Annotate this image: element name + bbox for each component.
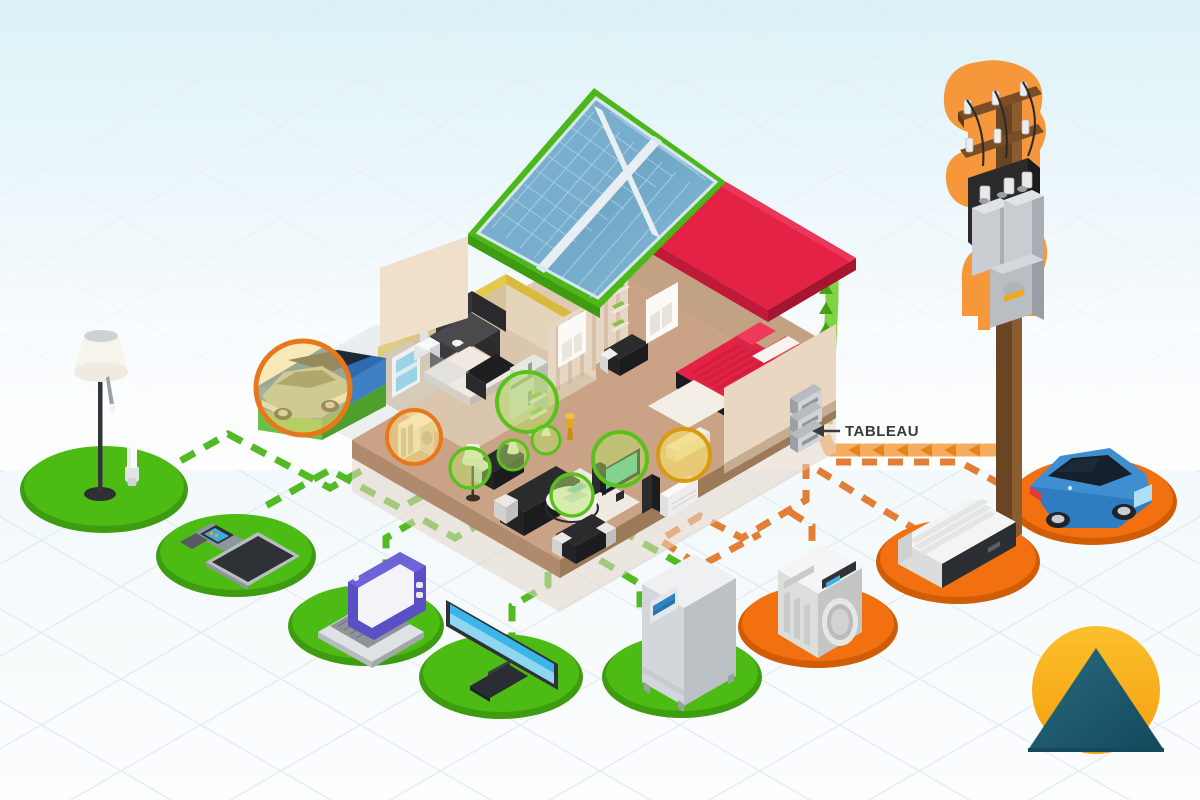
outdoor-smart-devices[interactable]	[180, 523, 300, 590]
electrical-panel-tableau[interactable]	[790, 384, 822, 453]
solar-panel-roof[interactable]	[468, 88, 726, 318]
utility-pole[interactable]	[943, 60, 1048, 540]
outdoor-television[interactable]	[446, 600, 558, 702]
tableau-label: TABLEAU	[845, 423, 920, 440]
highlight-television[interactable]	[591, 430, 649, 488]
highlight-pendant-lamp[interactable]	[530, 424, 562, 456]
cfl-bulb[interactable]	[124, 438, 140, 486]
highlight-laptop[interactable]	[549, 472, 595, 518]
outdoor-air-conditioner[interactable]	[898, 498, 1016, 588]
highlight-table-lamp[interactable]	[496, 438, 530, 472]
outdoor-refrigerator[interactable]	[642, 554, 736, 712]
highlight-floor-lamp[interactable]	[448, 446, 492, 490]
sun-roof-logo	[1028, 626, 1164, 754]
highlight-refrigerator[interactable]	[495, 370, 559, 434]
outdoor-laptop[interactable]	[318, 552, 426, 668]
pole-transformers	[972, 186, 1044, 276]
highlight-air-conditioner[interactable]	[656, 427, 712, 483]
outdoor-floor-lamp[interactable]	[74, 330, 128, 501]
triangle-roof	[1028, 648, 1164, 750]
pole-meter-box[interactable]	[990, 254, 1044, 328]
highlight-washing-machine[interactable]	[385, 408, 443, 466]
highlight-electric-car[interactable]	[253, 338, 353, 438]
outdoor-washing-machine[interactable]	[778, 544, 862, 658]
isometric-house[interactable]	[258, 88, 856, 612]
outdoor-electric-car[interactable]	[1030, 448, 1152, 528]
tableau-arrow-icon	[812, 425, 840, 437]
